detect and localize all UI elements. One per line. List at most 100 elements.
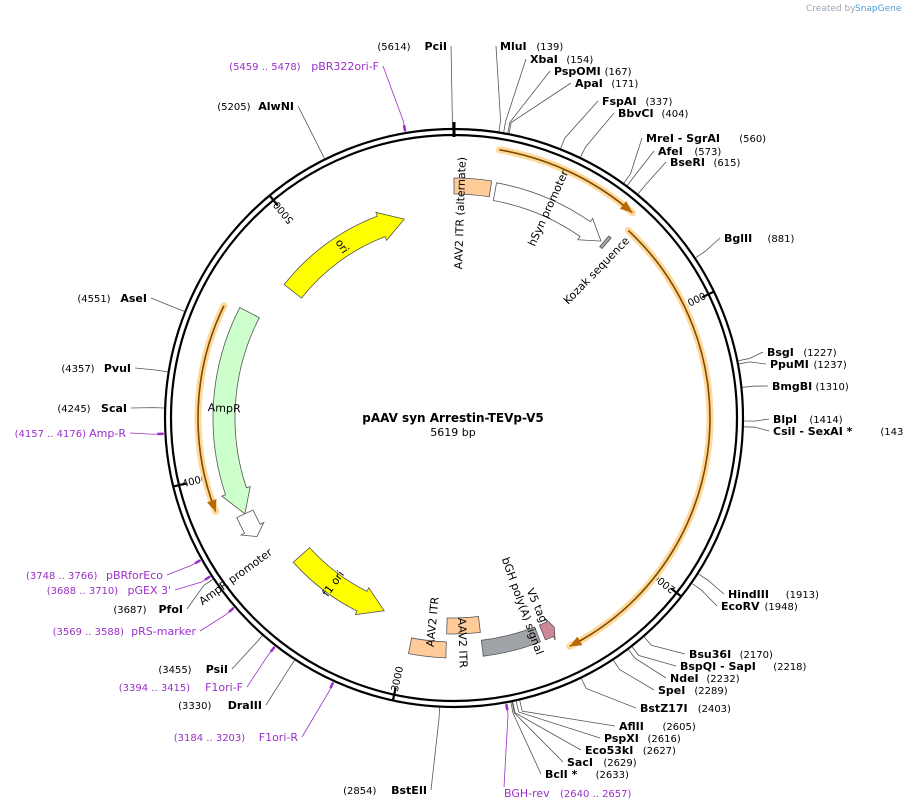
tick-5000: [268, 194, 279, 207]
enzyme-name: BsgI: [767, 346, 794, 359]
primer-bgh-rev: BGH-rev (2640 .. 2657): [504, 787, 632, 800]
enzyme-position: (2605): [663, 722, 696, 733]
aav2-itr-2-feature: AAV2 ITR: [408, 596, 447, 659]
ori-feature: ori: [283, 211, 406, 299]
enzyme-position: (4551): [77, 294, 110, 305]
kozak-sequence-feature: Kozak sequence: [561, 234, 632, 307]
primer-position: (4157 .. 4176): [15, 429, 87, 440]
enzyme-name: BstEII: [391, 784, 427, 797]
enzyme-spei: SpeI(2289): [658, 684, 728, 697]
enzyme-pvui: PvuI(4357): [61, 362, 131, 375]
enzyme-position: (2627): [643, 746, 676, 757]
enzyme-pcii: PciI(5614): [377, 40, 447, 53]
enzyme-position: (154): [566, 55, 593, 66]
primer-pbr322ori-f: pBR322ori-F(5459 .. 5478): [229, 60, 379, 73]
enzyme-name: BmgBI: [772, 380, 812, 393]
primer-name: BGH-rev: [504, 787, 550, 800]
enzyme-position: (404): [662, 109, 689, 120]
ampr-feature: AmpR: [208, 307, 260, 515]
credit: Created by SnapGene: [806, 4, 902, 14]
enzyme-bsu36i: Bsu36I (2170): [689, 648, 773, 661]
enzyme-xbai: XbaI (154): [530, 53, 593, 66]
enzyme-name: NdeI: [670, 672, 699, 685]
enzyme-saci: SacI (2629): [567, 756, 637, 769]
primer-position: (3569 .. 3588): [53, 627, 125, 638]
enzyme-name: SacI: [567, 756, 593, 769]
enzyme-position: (3455): [158, 665, 191, 676]
enzyme-labels: PciI(5614)MluI(139)XbaI(154)PspOMI(167)A…: [57, 40, 904, 797]
enzyme-ndei: NdeI(2232): [670, 672, 740, 685]
enzyme-position: (1237): [814, 360, 847, 371]
enzyme-position: (171): [611, 79, 638, 90]
ampr-orf: [194, 302, 228, 515]
enzyme-name: BclI *: [545, 768, 578, 781]
primer-pgex-3: pGEX 3'(3688 .. 3710): [47, 584, 171, 597]
enzyme-bcli: BclI * (2633): [545, 768, 629, 781]
enzyme-position: (2170): [740, 650, 773, 661]
arrestin-tevp-orf-2: [566, 227, 714, 650]
primer-pbrforeco: pBRforEco(3748 .. 3766): [26, 569, 163, 582]
enzyme-position: (2854): [343, 786, 376, 797]
enzyme-name: ScaI: [101, 402, 127, 415]
aav2-itr-feature: AAV2 ITR: [446, 616, 481, 669]
enzyme-pspxi: PspXI(2616): [604, 732, 681, 745]
primer-name: Amp-R: [89, 427, 126, 440]
aav2-itr-label: AAV2 ITR: [455, 617, 470, 668]
enzyme-scai: ScaI(4245): [57, 402, 127, 415]
enzyme-name: HindIII: [728, 588, 769, 601]
enzyme-position: (560): [739, 134, 766, 145]
enzyme-position: (3687): [113, 605, 146, 616]
enzyme-name: AfeI: [658, 145, 683, 158]
aav2-itr-alternate-label: AAV2 ITR (alternate): [452, 157, 469, 270]
enzyme-name: BstZ17I: [640, 702, 688, 715]
enzyme-aflii: AflII(2605): [619, 720, 696, 733]
aav2-itr-2-label: AAV2 ITR: [424, 596, 442, 648]
enzyme-psii: PsiI(3455): [158, 663, 228, 676]
enzyme-position: (1913): [786, 590, 819, 601]
enzyme-pspomi: PspOMI(167): [554, 65, 632, 78]
enzyme-name: FspAI: [602, 95, 637, 108]
enzyme-name: ApaI: [575, 77, 603, 90]
primer-name: F1ori-F: [205, 681, 243, 694]
credit-prefix: Created by: [806, 4, 856, 14]
primer-labels: pBR322ori-F(5459 .. 5478) Amp-R(4157 .. 4…: [15, 60, 632, 800]
primer-f1ori-r: F1ori-R(3184 .. 3203): [174, 731, 299, 744]
enzyme-mrei-sgrai: MreI - SgrAI (560): [646, 132, 766, 145]
enzyme-name: PpuMI: [770, 358, 809, 371]
enzyme-bspqi-sapi: BspQI - SapI (2218): [680, 660, 807, 673]
primer-name: pRS-marker: [131, 625, 196, 638]
primer-f1ori-f: F1ori-F(3394 .. 3415): [119, 681, 243, 694]
plasmid-name: pAAV syn Arrestin-TEVp-V5: [362, 411, 544, 425]
enzyme-position: (573): [694, 147, 721, 158]
enzyme-position: (1310): [816, 382, 849, 393]
label-leaders: [129, 45, 770, 791]
tick-label-3000: 3000: [390, 665, 406, 692]
kozak-sequence-label: Kozak sequence: [561, 234, 632, 307]
enzyme-name: SpeI: [658, 684, 685, 697]
enzyme-ppumi: PpuMI (1237): [770, 358, 847, 371]
enzyme-name: EcoRV: [721, 600, 760, 613]
primer-position: (2640 .. 2657): [560, 789, 632, 800]
enzyme-position: (2629): [603, 758, 636, 769]
tick-3000: [391, 687, 397, 701]
enzyme-csii-sexai: CsiI - SexAI *(1432): [773, 425, 904, 438]
enzyme-position: (2633): [596, 770, 629, 781]
enzyme-name: XbaI: [530, 53, 558, 66]
enzyme-position: (881): [768, 234, 795, 245]
enzyme-position: (1414): [809, 415, 842, 426]
enzyme-name: Bsu36I: [689, 648, 731, 661]
enzyme-draiii: DraIII(3330): [178, 699, 262, 712]
enzyme-name: AseI: [120, 292, 147, 305]
enzyme-afei: AfeI (573): [658, 145, 721, 158]
enzyme-position: (167): [605, 67, 632, 78]
enzyme-name: BspQI - SapI: [680, 660, 756, 673]
primer-position: (3748 .. 3766): [26, 571, 98, 582]
enzyme-position: (139): [536, 42, 563, 53]
enzyme-name: MreI - SgrAI: [646, 132, 720, 145]
enzyme-position: (2218): [773, 662, 806, 673]
enzyme-fspai: FspAI(337): [602, 95, 672, 108]
enzyme-position: (2616): [648, 734, 681, 745]
enzyme-blpi: BlpI(1414): [773, 413, 843, 426]
enzyme-position: (5614): [377, 42, 410, 53]
